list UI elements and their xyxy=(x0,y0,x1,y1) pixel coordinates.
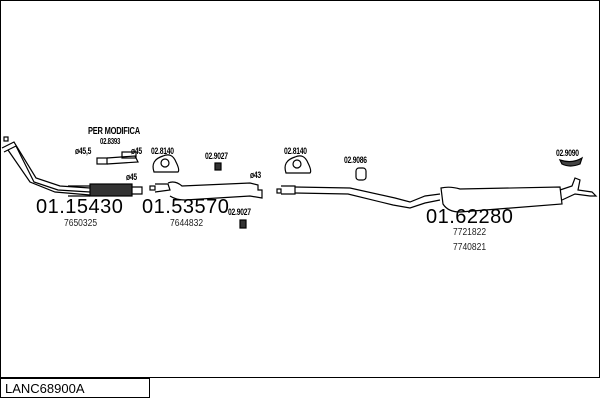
accessory-part-number[interactable]: 02.9027 xyxy=(228,207,251,217)
diameter-label: ø45,5 xyxy=(75,146,92,156)
diagram-code: LANC68900A xyxy=(0,378,150,398)
mount-02-9090 xyxy=(558,156,584,167)
bracket-02-9027-b xyxy=(239,219,247,229)
diameter-label: ø43 xyxy=(250,170,261,180)
oe-number: 7721822 xyxy=(453,227,487,238)
oe-number: 7644832 xyxy=(170,218,204,229)
accessory-part-number[interactable]: 02.8140 xyxy=(284,146,307,156)
diameter-label: ø45 xyxy=(131,146,142,156)
accessory-part-number[interactable]: 02.9090 xyxy=(556,148,579,158)
mount-02-9086 xyxy=(355,167,367,181)
mount-02-8140-a xyxy=(152,154,180,173)
rear-muffler-drawing xyxy=(276,177,598,213)
modification-note: PER MODIFICA xyxy=(88,126,140,137)
oe-number: 7650325 xyxy=(64,218,98,229)
part-number[interactable]: 01.53570 xyxy=(142,196,230,218)
modification-clamp-drawing xyxy=(96,151,139,165)
mount-02-8140-b xyxy=(284,155,312,174)
part-number[interactable]: 01.62280 xyxy=(426,206,514,228)
middle-muffler-drawing xyxy=(149,181,263,201)
accessory-part-number[interactable]: 02.8140 xyxy=(151,146,174,156)
oe-number: 7740821 xyxy=(453,242,487,253)
accessory-part-number[interactable]: 02.9086 xyxy=(344,155,367,165)
part-number[interactable]: 01.15430 xyxy=(36,196,124,218)
bracket-02-9027-a xyxy=(214,162,222,171)
modification-part-number: 02.8393 xyxy=(100,137,121,146)
accessory-part-number[interactable]: 02.9027 xyxy=(205,151,228,161)
front-pipe-drawing xyxy=(1,136,143,197)
diameter-label: ø45 xyxy=(126,172,137,182)
